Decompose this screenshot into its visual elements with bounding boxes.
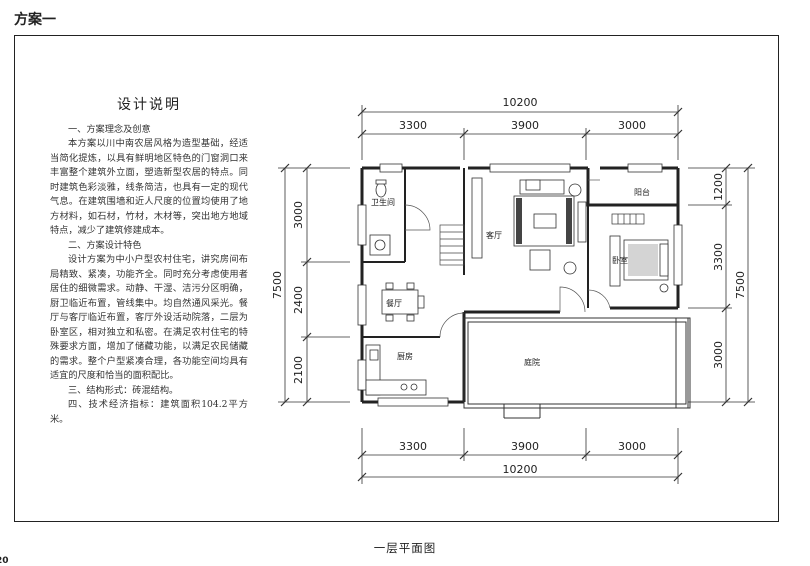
section-2-body: 设计方案为中小户型农村住宅，讲究房间布局精致、紧凑，功能齐全。同时充分考虑使用者… — [50, 254, 248, 381]
room-balcony: 阳台 — [634, 187, 650, 197]
room-courtyard: 庭院 — [524, 357, 540, 367]
dim-right-a: 1200 — [712, 173, 725, 201]
room-dining: 餐厅 — [386, 299, 402, 308]
dim-top-c: 3000 — [618, 119, 646, 132]
section-4: 四、技术经济指标：建筑面积104.2平方米。 — [50, 399, 248, 425]
room-bathroom: 卫生间 — [371, 197, 395, 207]
dim-bottom-a: 3300 — [399, 440, 427, 453]
room-kitchen: 厨房 — [397, 351, 413, 361]
dim-left-c: 2100 — [292, 356, 305, 384]
dim-left-a: 3000 — [292, 201, 305, 229]
drawing-frame — [14, 35, 779, 522]
description-heading: 设计说明 — [117, 97, 181, 113]
section-2-title: 二、方案设计特色 — [68, 239, 142, 251]
dim-top-b: 3900 — [511, 119, 539, 132]
design-description: 设计说明 一、方案理念及创意 本方案以川中南农居风格为造型基础，经适当简化提炼，… — [50, 98, 248, 427]
page-number: 20 — [0, 556, 9, 566]
plan-caption: 一层平面图 — [373, 541, 437, 555]
dim-left-b: 2400 — [292, 286, 305, 314]
scheme-title: 方案一 — [14, 12, 56, 28]
section-1-title: 一、方案理念及创意 — [68, 123, 151, 135]
dim-bottom-b: 3900 — [511, 440, 539, 453]
room-bedroom: 卧室 — [612, 255, 628, 265]
dim-bottom-total: 10200 — [503, 463, 538, 476]
section-3: 三、结构形式：砖混结构。 — [68, 384, 179, 396]
room-living: 客厅 — [486, 230, 502, 240]
section-1-body: 本方案以川中南农居风格为造型基础，经适当简化提炼，以具有鲜明地区特色的门窗洞口来… — [50, 138, 248, 236]
dim-right-total: 7500 — [734, 271, 747, 299]
dim-right-c: 3000 — [712, 341, 725, 369]
dim-top-total: 10200 — [503, 96, 538, 109]
dim-right-b: 3300 — [712, 243, 725, 271]
dim-left-total: 7500 — [271, 271, 284, 299]
dim-top-a: 3300 — [399, 119, 427, 132]
dim-bottom-c: 3000 — [618, 440, 646, 453]
